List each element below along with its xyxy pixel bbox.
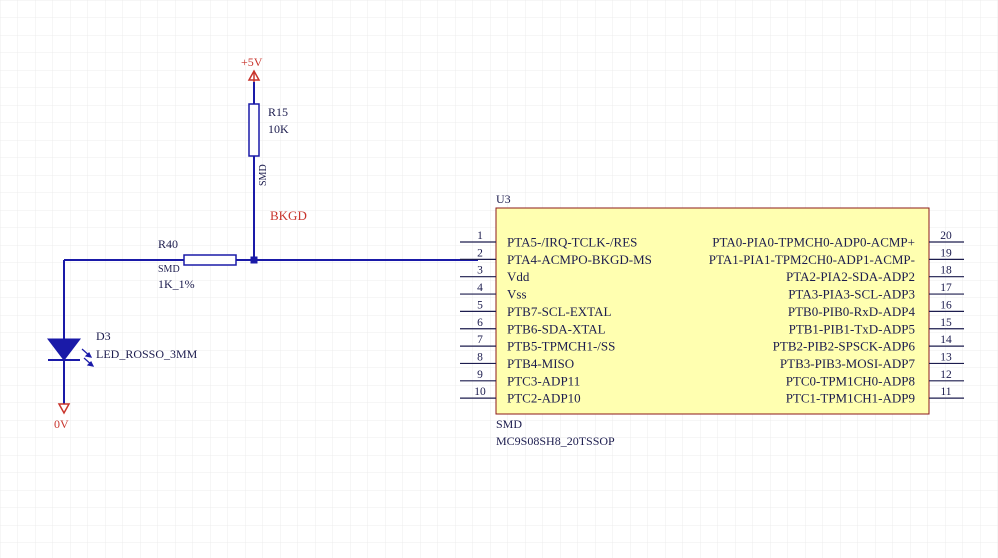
r40-value: 1K_1% [158, 277, 195, 291]
ic-pin-right[interactable]: 16 PTB0-PIB0-RxD-ADP4 [788, 299, 964, 319]
pin-name: Vss [507, 287, 527, 302]
pin-name: PTB7-SCL-EXTAL [507, 304, 611, 319]
pin-name: PTA2-PIA2-SDA-ADP2 [786, 269, 915, 284]
pin-number: 20 [940, 230, 952, 242]
ic-pin-right[interactable]: 20 PTA0-PIA0-TPMCH0-ADP0-ACMP+ [712, 230, 964, 250]
ic-pin-left[interactable]: 1 PTA5-/IRQ-TCLK-/RES [460, 230, 637, 250]
pin-name: PTB5-TPMCH1-/SS [507, 339, 615, 354]
r40-designator: R40 [158, 237, 178, 251]
ic-pin-right[interactable]: 17 PTA3-PIA3-SCL-ADP3 [788, 282, 964, 302]
pin-name: PTA1-PIA1-TPM2CH0-ADP1-ACMP- [709, 252, 915, 267]
pin-number: 4 [477, 282, 483, 294]
pin-number: 13 [940, 351, 952, 363]
pin-name: PTA0-PIA0-TPMCH0-ADP0-ACMP+ [712, 235, 915, 250]
ic-pin-right[interactable]: 12 PTC0-TPM1CH0-ADP8 [786, 369, 964, 389]
gnd-power-port[interactable]: 0V [54, 403, 71, 431]
pin-name: PTA3-PIA3-SCL-ADP3 [788, 287, 915, 302]
ic-pin-right[interactable]: 11 PTC1-TPM1CH1-ADP9 [786, 386, 964, 406]
vcc-label: +5V [241, 55, 263, 69]
pin-number: 19 [940, 247, 952, 259]
r15-designator: R15 [268, 105, 288, 119]
ic-pin-right[interactable]: 18 PTA2-PIA2-SDA-ADP2 [786, 265, 964, 285]
pin-number: 16 [940, 299, 952, 311]
pin-number: 15 [940, 317, 952, 329]
ic-pin-left[interactable]: 3 Vdd [460, 265, 530, 285]
pin-name: PTB6-SDA-XTAL [507, 321, 606, 336]
ic-pin-left[interactable]: 7 PTB5-TPMCH1-/SS [460, 334, 615, 354]
ic-pin-left[interactable]: 8 PTB4-MISO [460, 351, 574, 371]
led-emission-arrows [81, 348, 95, 367]
pin-number: 8 [477, 351, 483, 363]
wires [63, 82, 478, 404]
pin-name: PTB0-PIB0-RxD-ADP4 [788, 304, 916, 319]
ic-pin-left[interactable]: 9 PTC3-ADP11 [460, 369, 580, 389]
pin-number: 17 [940, 282, 952, 294]
r40-package: SMD [158, 264, 180, 275]
pin-name: PTC2-ADP10 [507, 391, 581, 406]
r15-package: SMD [258, 164, 269, 186]
pin-number: 9 [477, 369, 483, 381]
ic-pin-left[interactable]: 4 Vss [460, 282, 527, 302]
ic-u3-body [495, 207, 930, 415]
ic-pin-right[interactable]: 15 PTB1-PIB1-TxD-ADP5 [789, 317, 964, 337]
pin-number: 11 [940, 386, 951, 398]
ic-u3[interactable]: U3 1 PTA5-/IRQ-TCLK-/RES 2 PTA4-ACMPO-BKGD-… [460, 192, 964, 448]
ic-pin-right[interactable]: 14 PTB2-PIB2-SPSCK-ADP6 [773, 334, 964, 354]
ic-pin-left[interactable]: 10 PTC2-ADP10 [460, 386, 581, 406]
junction-dot [250, 256, 258, 264]
resistor-r15[interactable]: R15 10K SMD [248, 103, 289, 186]
d3-designator: D3 [96, 329, 111, 343]
u3-package: SMD [496, 417, 522, 431]
right-pins: 20 PTA0-PIA0-TPMCH0-ADP0-ACMP+ 19 PTA1-PIA1… [709, 230, 964, 406]
pin-name: PTC0-TPM1CH0-ADP8 [786, 373, 915, 388]
pin-number: 3 [477, 265, 483, 277]
pin-number: 10 [474, 386, 486, 398]
ic-pin-left[interactable]: 2 PTA4-ACMPO-BKGD-MS [460, 247, 652, 267]
pin-name: PTB1-PIB1-TxD-ADP5 [789, 321, 915, 336]
vcc-power-port[interactable]: +5V [241, 55, 263, 82]
ic-pin-left[interactable]: 5 PTB7-SCL-EXTAL [460, 299, 611, 319]
pin-name: PTB2-PIB2-SPSCK-ADP6 [773, 339, 916, 354]
u3-part: MC9S08SH8_20TSSOP [496, 434, 615, 448]
pin-name: PTA4-ACMPO-BKGD-MS [507, 252, 652, 267]
ic-pin-left[interactable]: 6 PTB6-SDA-XTAL [460, 317, 606, 337]
pin-number: 14 [940, 334, 952, 346]
led-triangle [46, 338, 82, 361]
u3-designator: U3 [496, 192, 511, 206]
pin-name: PTC3-ADP11 [507, 373, 580, 388]
r40-body [183, 254, 237, 266]
net-label-bkgd[interactable]: BKGD [270, 208, 307, 223]
ic-pin-right[interactable]: 19 PTA1-PIA1-TPM2CH0-ADP1-ACMP- [709, 247, 964, 267]
pin-name: PTB4-MISO [507, 356, 574, 371]
d3-value: LED_ROSSO_3MM [96, 347, 198, 361]
r15-body [248, 103, 260, 157]
resistor-r40[interactable]: R40 SMD 1K_1% [158, 237, 237, 291]
pin-name: PTB3-PIB3-MOSI-ADP7 [780, 356, 916, 371]
pin-number: 2 [477, 247, 483, 259]
pin-number: 1 [477, 230, 483, 242]
ic-pin-right[interactable]: 13 PTB3-PIB3-MOSI-ADP7 [780, 351, 964, 371]
pin-name: PTC1-TPM1CH1-ADP9 [786, 391, 915, 406]
pin-number: 18 [940, 265, 952, 277]
led-d3[interactable]: D3 LED_ROSSO_3MM [46, 329, 198, 367]
pin-number: 7 [477, 334, 483, 346]
gnd-label: 0V [54, 417, 69, 431]
pin-name: PTA5-/IRQ-TCLK-/RES [507, 235, 637, 250]
r15-value: 10K [268, 122, 289, 136]
pin-name: Vdd [507, 269, 530, 284]
pin-number: 12 [940, 369, 952, 381]
pin-number: 6 [477, 317, 483, 329]
pin-number: 5 [477, 299, 483, 311]
